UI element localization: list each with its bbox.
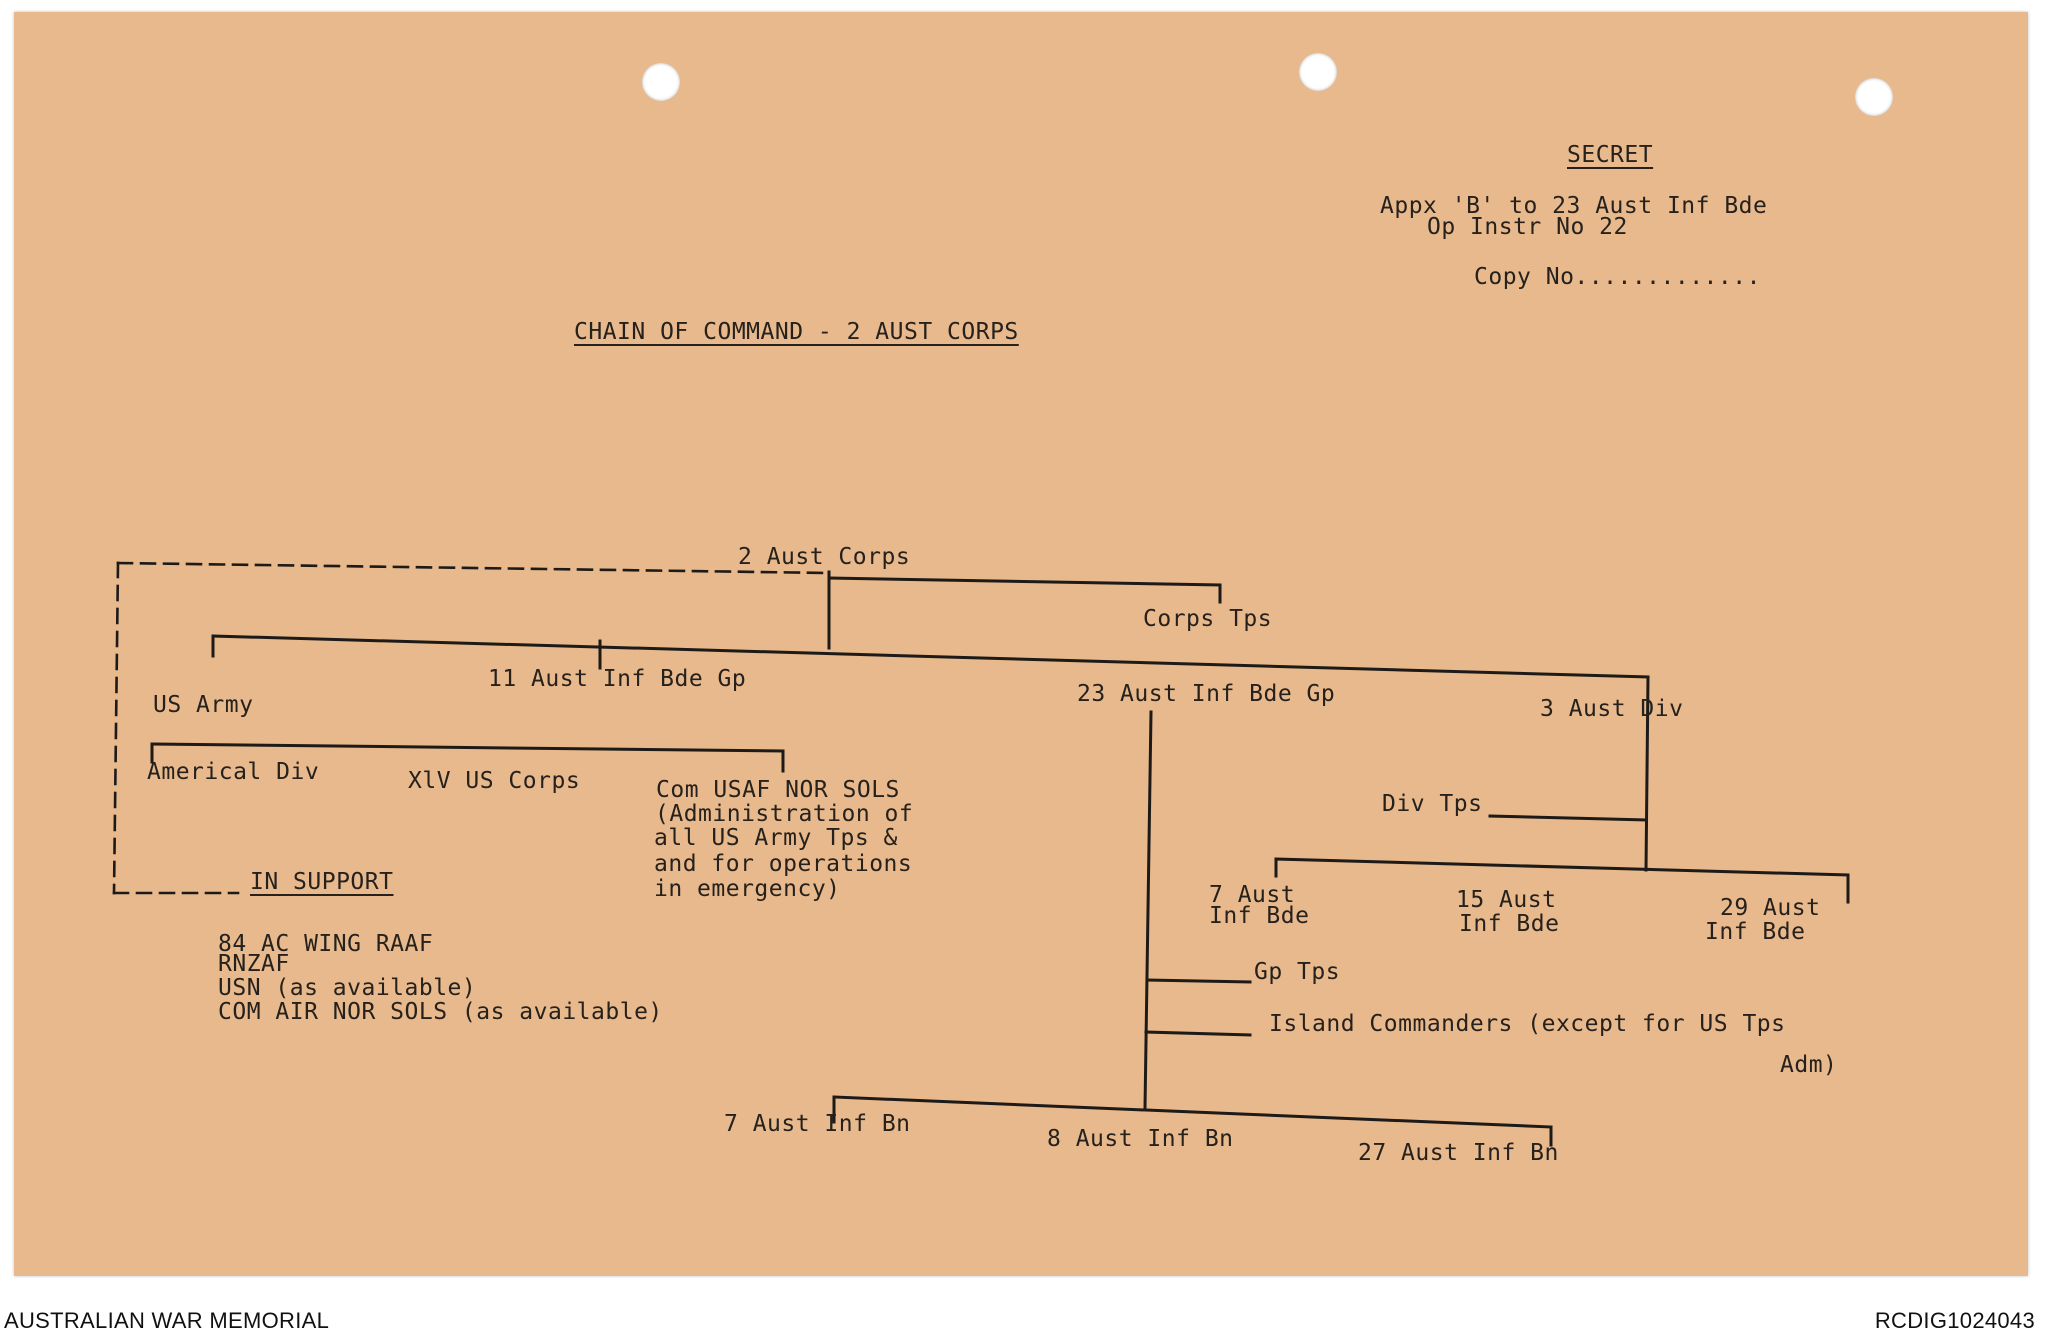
support-dashed-left bbox=[112, 561, 120, 895]
footer-record-id: RCDIG1024043 bbox=[1874, 1308, 2035, 1333]
com-usaf-line: all US Army Tps & bbox=[654, 825, 898, 851]
com-usaf-line: Com USAF NOR SOLS bbox=[656, 777, 900, 803]
island-cmdrs-line bbox=[1144, 1030, 1252, 1037]
node-xiv-us-corps: XlV US Corps bbox=[408, 768, 581, 794]
node-15-aust-inf-bde-line1: 15 Aust bbox=[1456, 887, 1557, 913]
support-item: USN (as available) bbox=[218, 975, 477, 1001]
node-11-aust-inf-bde-gp: 11 Aust Inf Bde Gp bbox=[488, 666, 747, 692]
punch-hole bbox=[1299, 53, 1337, 91]
node-div-tps: Div Tps bbox=[1382, 791, 1483, 817]
document-page bbox=[14, 12, 2028, 1276]
node-americal-div: Americal Div bbox=[147, 759, 320, 785]
support-heading: IN SUPPORT bbox=[250, 869, 394, 895]
com-usaf-line: and for operations bbox=[654, 851, 913, 877]
us-army-bar bbox=[150, 742, 785, 753]
node-us-army: US Army bbox=[153, 692, 254, 718]
corps-main-bar bbox=[211, 634, 1650, 679]
support-item: 84 AC WING RAAF bbox=[218, 931, 434, 957]
node-7-aust-inf-bde-line1: 7 Aust bbox=[1209, 882, 1296, 908]
copy-number: Copy No............. bbox=[1474, 264, 1761, 290]
footer-institution: AUSTRALIAN WAR MEMORIAL bbox=[4, 1308, 330, 1333]
reference-line-2: Op Instr No 22 bbox=[1427, 214, 1628, 240]
page-title: CHAIN OF COMMAND - 2 AUST CORPS bbox=[574, 319, 1019, 345]
punch-hole bbox=[1855, 78, 1893, 116]
node-23-aust-inf-bde-gp: 23 Aust Inf Bde Gp bbox=[1077, 681, 1336, 707]
reference-line-1: Appx 'B' to 23 Aust Inf Bde bbox=[1380, 193, 1768, 219]
bn-bar bbox=[832, 1095, 1553, 1129]
gp-tps-line bbox=[1145, 978, 1252, 984]
support-item: COM AIR NOR SOLS (as available) bbox=[218, 999, 663, 1025]
node-8-aust-inf-bn: 8 Aust Inf Bn bbox=[1047, 1126, 1234, 1152]
classification-label: SECRET bbox=[1567, 142, 1654, 168]
node-island-commanders-adm: Adm) bbox=[1780, 1052, 1838, 1078]
node-corps-tps: Corps Tps bbox=[1143, 606, 1273, 632]
support-item: RNZAF bbox=[218, 951, 290, 977]
node-27-aust-inf-bn: 27 Aust Inf Bn bbox=[1358, 1140, 1559, 1166]
punch-hole bbox=[642, 63, 680, 101]
node-2-aust-corps: 2 Aust Corps bbox=[738, 544, 911, 570]
node-gp-tps: Gp Tps bbox=[1254, 959, 1341, 985]
bde-23-stem bbox=[1143, 710, 1153, 1110]
corps-tps-branch bbox=[827, 576, 1222, 587]
node-island-commanders: Island Commanders (except for US Tps bbox=[1269, 1011, 1786, 1037]
div-3-bde-bar bbox=[1274, 857, 1850, 877]
node-7-aust-inf-bn: 7 Aust Inf Bn bbox=[724, 1111, 911, 1137]
node-29-aust-inf-bde-line2: Inf Bde bbox=[1705, 919, 1806, 945]
com-usaf-line: (Administration of bbox=[655, 801, 914, 827]
node-29-aust-inf-bde-line1: 29 Aust bbox=[1720, 895, 1821, 921]
div-tps-line bbox=[1488, 814, 1648, 822]
support-dashed-top bbox=[116, 561, 832, 575]
node-15-aust-inf-bde-line2: Inf Bde bbox=[1459, 911, 1560, 937]
node-7-aust-inf-bde-line2: Inf Bde bbox=[1209, 903, 1310, 929]
com-usaf-line: in emergency) bbox=[654, 876, 841, 902]
node-3-aust-div: 3 Aust Div bbox=[1540, 696, 1684, 722]
div-3-drop bbox=[1644, 675, 1650, 872]
